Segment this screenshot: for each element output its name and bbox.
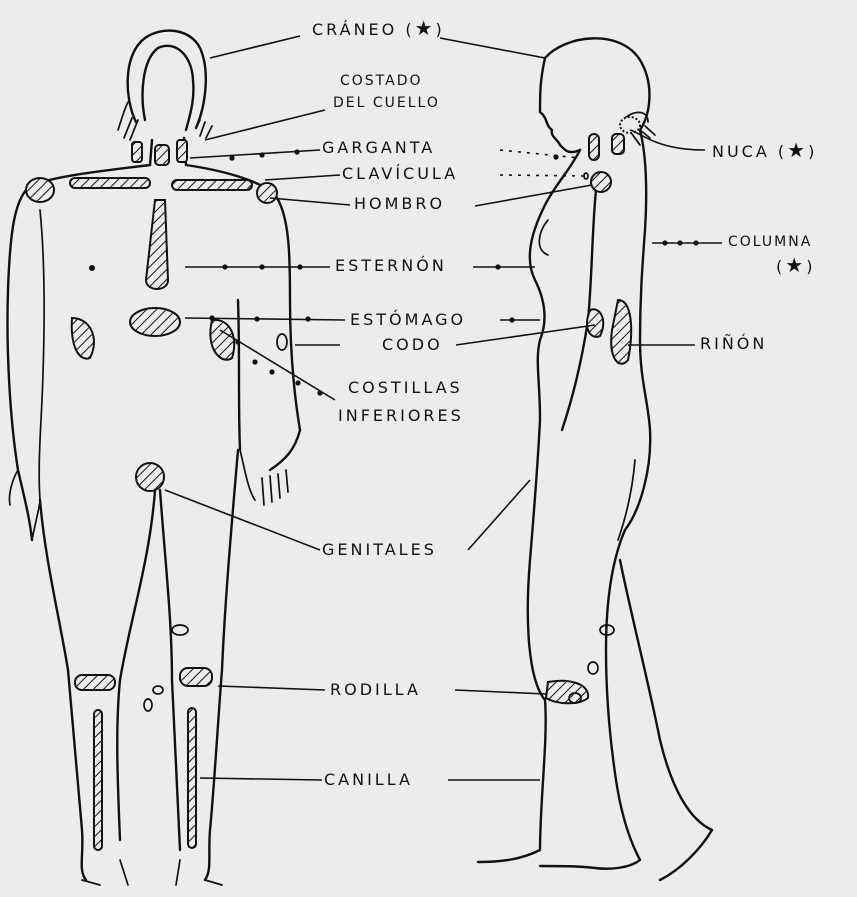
label-rodilla: RODILLA: [330, 682, 421, 698]
label-costado-line1: COSTADO: [340, 74, 423, 88]
label-nuca-star-close: ): [808, 142, 817, 161]
front-hair-right: [196, 120, 212, 138]
front-knee-right: [180, 668, 212, 686]
star-icon: ★: [787, 138, 808, 162]
label-columna-star: (★): [776, 255, 815, 275]
label-codo: CODO: [382, 337, 443, 353]
side-figure: [478, 38, 712, 880]
star-icon: ★: [785, 253, 806, 277]
label-hombro: HOMBRO: [354, 196, 445, 212]
front-shin-left: [94, 710, 102, 850]
star-icon: ★: [415, 16, 436, 40]
front-inner-legs: [117, 490, 180, 850]
label-craneo-star-close: ): [436, 20, 445, 39]
side-back-outline: [540, 130, 650, 869]
front-throat-region: [155, 145, 169, 165]
front-face: [143, 46, 194, 130]
front-elbow: [277, 334, 287, 350]
front-knee-left: [75, 675, 115, 690]
label-nuca: NUCA (★): [712, 140, 817, 160]
front-stomach: [130, 308, 180, 336]
front-knee-mark-3: [144, 699, 152, 711]
side-kidney: [611, 300, 631, 364]
label-columna-star-close: ): [806, 257, 815, 276]
front-sternum: [146, 200, 168, 289]
front-lower-rib-left: [72, 318, 94, 359]
label-craneo-star-open: (: [405, 20, 414, 39]
front-clavicle-right: [172, 180, 252, 190]
label-esternon: ESTERNÓN: [335, 258, 447, 274]
side-front-outline: [478, 150, 580, 862]
front-neck-side-region: [177, 140, 187, 162]
label-estomago: ESTÓMAGO: [350, 312, 466, 328]
side-rear-leg: [620, 560, 712, 880]
front-right-hand: [240, 450, 288, 505]
label-craneo: CRÁNEO (★): [312, 18, 445, 38]
label-columna: COLUMNA: [728, 235, 812, 249]
front-shoulder-left: [26, 178, 54, 202]
front-genitals: [136, 463, 164, 491]
front-lower-rib-right: [210, 320, 234, 360]
side-throat-region: [589, 134, 599, 160]
side-clavicle: [591, 172, 611, 192]
label-genitales: GENITALES: [322, 542, 437, 558]
side-nape-region: [612, 134, 624, 154]
side-face: [540, 58, 580, 152]
front-clavicle-left: [70, 178, 150, 188]
side-breast: [539, 220, 548, 255]
front-figure: [7, 31, 300, 885]
front-neck-left-region: [132, 142, 142, 162]
label-nuca-text: NUCA: [712, 142, 770, 161]
front-left-arm-inner: [39, 210, 44, 500]
side-clavicle-dot: [584, 173, 588, 179]
label-costillas-line2: INFERIORES: [338, 408, 464, 424]
label-craneo-text: CRÁNEO: [312, 20, 397, 39]
label-garganta: GARGANTA: [322, 140, 435, 156]
side-rib: [587, 309, 603, 337]
side-knee: [546, 681, 588, 703]
front-feet: [82, 860, 222, 885]
front-knee-mark-2: [153, 686, 163, 694]
side-leg-mark-2: [588, 662, 598, 674]
front-knee-mark-1: [172, 625, 188, 635]
label-columna-star-open: (: [776, 257, 785, 276]
front-navel: [89, 265, 95, 271]
front-shoulder-right: [257, 183, 277, 203]
label-canilla: CANILLA: [324, 772, 413, 788]
label-costillas-line1: COSTILLAS: [348, 380, 463, 396]
label-nuca-star-open: (: [778, 142, 787, 161]
label-rinon: RIÑÓN: [700, 336, 767, 352]
front-shin-right: [188, 708, 196, 848]
label-clavicula: CLAVÍCULA: [342, 166, 458, 182]
front-legs-outline: [40, 450, 238, 880]
label-costado-line2: DEL CUELLO: [333, 96, 440, 110]
side-head-outline: [545, 38, 649, 130]
